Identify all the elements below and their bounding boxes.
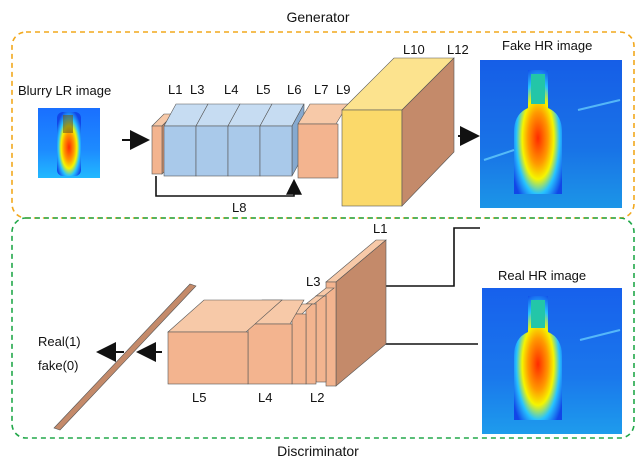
- disc-label-l4: L4: [258, 390, 272, 405]
- real-hr-image: [482, 288, 622, 434]
- output-real-label: Real(1): [38, 334, 81, 349]
- skip-connection-l8: [155, 176, 302, 197]
- gen-label-l5: L5: [256, 82, 270, 97]
- blurry-lr-label: Blurry LR image: [18, 83, 111, 98]
- gen-layer-l12-block: [401, 57, 455, 207]
- fake-hr-image: [480, 60, 622, 208]
- fake-to-discriminator-arrow: [360, 227, 480, 294]
- gen-label-l1: L1: [168, 82, 182, 97]
- blurry-lr-image: [38, 108, 100, 178]
- fake-hr-label: Fake HR image: [502, 38, 592, 53]
- gen-label-l6: L6: [287, 82, 301, 97]
- gen-layer-l3-block: [163, 103, 209, 177]
- disc-layer-l5-block: [167, 299, 283, 385]
- gen-label-l7: L7: [314, 82, 328, 97]
- disc-label-l5: L5: [192, 390, 206, 405]
- output-fake-label: fake(0): [38, 358, 78, 373]
- discriminator-title: Discriminator: [277, 443, 359, 459]
- gen-layer-blue-blocks: [163, 103, 305, 177]
- disc-dense-layer: [53, 283, 197, 431]
- gen-layer-l6-block: [259, 103, 305, 177]
- disc-label-l3: L3: [306, 274, 320, 289]
- real-hr-label: Real HR image: [498, 268, 586, 283]
- disc-label-l2: L2: [310, 390, 324, 405]
- gen-label-l9: L9: [336, 82, 350, 97]
- disc-layer-l1-block: [325, 239, 387, 387]
- generator-title: Generator: [286, 9, 349, 25]
- gen-layer-l7-block: [297, 103, 349, 179]
- gen-layer-l4-block: [195, 103, 241, 177]
- gen-label-l12: L12: [447, 42, 469, 57]
- gen-label-l10: L10: [403, 42, 425, 57]
- gen-label-l4: L4: [224, 82, 238, 97]
- disc-label-l1: L1: [373, 221, 387, 236]
- gen-label-l8: L8: [232, 200, 246, 215]
- gen-layer-l10-block: [341, 57, 455, 207]
- discriminator-border: [11, 217, 635, 439]
- gen-label-l3: L3: [190, 82, 204, 97]
